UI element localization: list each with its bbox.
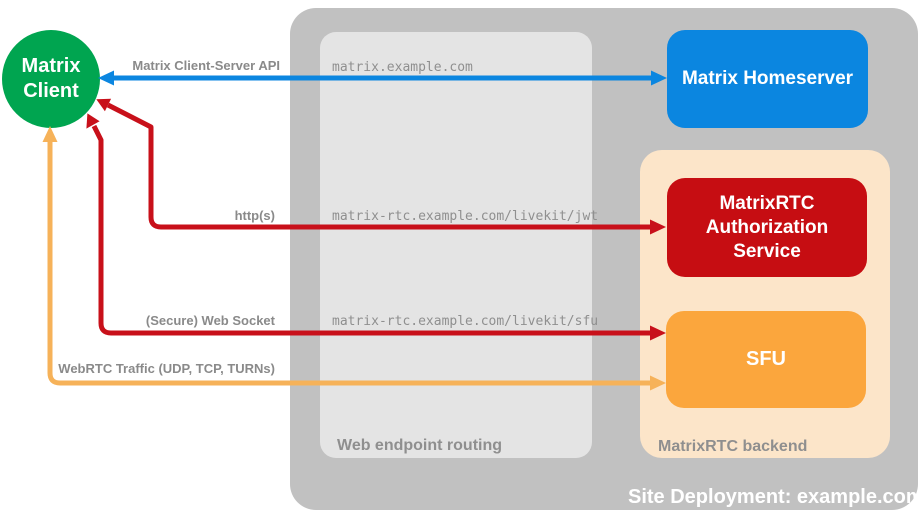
matrixrtc-authorization-service-label: MatrixRTC Authorization Service <box>705 192 829 262</box>
matrixrtc-backend-label: MatrixRTC backend <box>658 438 808 455</box>
edge-label-webrtc-traffic: WebRTC Traffic (UDP, TCP, TURNs) <box>58 361 275 376</box>
web-endpoint-routing-label: Web endpoint routing <box>337 437 503 454</box>
edge-label-web-socket: (Secure) Web Socket <box>145 313 275 328</box>
web-endpoint-routing-group <box>320 32 592 458</box>
matrix-client-node: Matrix Client <box>2 30 100 128</box>
edge-label-client-server-api: Matrix Client-Server API <box>132 58 280 73</box>
site-deployment-label: Site Deployment: example.com <box>628 486 921 508</box>
sfu-label: SFU <box>746 348 786 370</box>
matrix-homeserver-node: Matrix Homeserver <box>667 30 868 128</box>
matrix-homeserver-label: Matrix Homeserver <box>681 68 854 89</box>
edge-label-https: http(s) <box>234 208 275 223</box>
matrix-client-label: Matrix Client <box>21 55 81 102</box>
matrixrtc-authorization-service-node: MatrixRTC Authorization Service <box>667 178 867 277</box>
sfu-node: SFU <box>666 311 866 408</box>
